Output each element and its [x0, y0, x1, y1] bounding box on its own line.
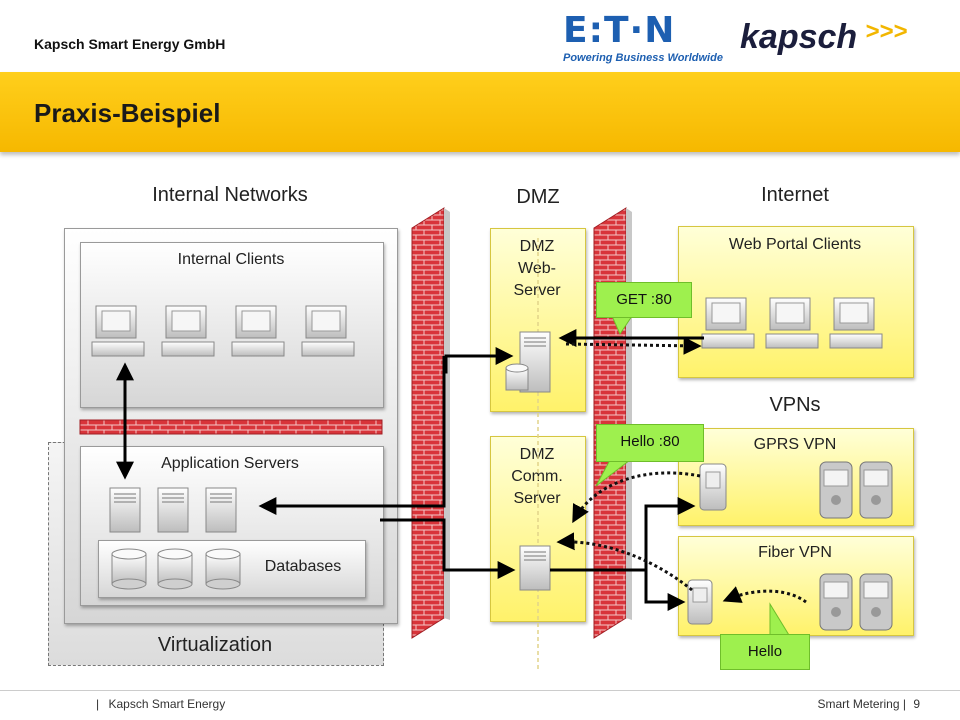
callout-get-80: GET :80: [596, 282, 692, 318]
server-tower-icon: [205, 487, 237, 533]
dmz-comm-server-line-2: Comm.: [511, 468, 563, 485]
databases-label: Databases: [264, 558, 342, 575]
pc-icon: [161, 305, 215, 357]
dmz-comm-server-label: DMZ Comm. Server: [490, 444, 584, 510]
eaton-logo: E:T·N Powering Business Worldwide: [563, 12, 728, 68]
smart-meter-icon: [859, 573, 893, 631]
web-portal-pc-icons: [701, 297, 883, 349]
smart-meter-icon: [819, 573, 853, 631]
smart-meter-icons: [819, 461, 893, 631]
dmz-web-server-line-2: Web-: [518, 260, 556, 277]
footer-left: | Kapsch Smart Energy: [96, 697, 225, 711]
internal-firewall-strip: [79, 419, 383, 435]
dotted-flows: [556, 336, 807, 604]
internal-client-pc-icons: [91, 305, 355, 357]
arrow-web-server-to-internal: [442, 347, 514, 374]
gprs-vpn-label: GPRS VPN: [753, 436, 837, 453]
firewall-wall-right: [593, 207, 632, 639]
callout-hello: Hello: [720, 634, 810, 670]
footer-right-text: Smart Metering |: [817, 697, 906, 711]
dmz-comm-server-line-1: DMZ: [519, 446, 555, 463]
company-name: Kapsch Smart Energy GmbH: [34, 36, 226, 52]
zone-internal-networks: Internal Networks: [152, 184, 308, 206]
kapsch-logo-text: kapsch: [740, 18, 858, 56]
dotted-gprs-hello: [572, 471, 701, 524]
fiber-gateway-icon: [687, 579, 713, 625]
zone-vpns: VPNs: [769, 394, 821, 416]
fiber-vpn-label: Fiber VPN: [758, 544, 832, 561]
dmz-web-server-line-3: Server: [513, 282, 561, 299]
server-tower-icon: [109, 487, 141, 533]
dmz-web-server-line-1: DMZ: [519, 238, 555, 255]
zone-internet: Internet: [761, 184, 829, 206]
arrow-comm-server-to-gprs: [550, 497, 696, 572]
arrow-comm-server-to-fiber: [644, 570, 686, 611]
eaton-tagline: Powering Business Worldwide: [563, 52, 723, 64]
application-server-icons: [109, 487, 237, 533]
arrow-internal-to-comm-server: [380, 518, 516, 579]
internal-clients-label: Internal Clients: [177, 251, 285, 268]
pc-icon: [765, 297, 819, 349]
virtualization-label: Virtualization: [157, 634, 273, 656]
callout-hello-80: Hello :80: [596, 424, 704, 462]
database-icon: [111, 548, 147, 590]
eaton-logo-text: E:T·N: [563, 10, 676, 51]
smart-meter-icon: [819, 461, 853, 519]
dotted-meter-hello: [722, 586, 807, 604]
footer-right: Smart Metering | 9: [800, 697, 920, 711]
server-tower-icon: [157, 487, 189, 533]
dotted-fiber-to-comm: [556, 532, 693, 592]
page-title: Praxis-Beispiel: [34, 98, 221, 128]
footer-divider: [0, 690, 960, 691]
pc-icon: [701, 297, 755, 349]
pc-icon: [91, 305, 145, 357]
web-portal-clients-label: Web Portal Clients: [728, 236, 862, 253]
kapsch-arrows: >>>: [865, 18, 908, 45]
pc-icon: [301, 305, 355, 357]
database-icons: [111, 548, 241, 590]
dmz-web-server-label: DMZ Web- Server: [490, 236, 584, 302]
smart-meter-icon: [859, 461, 893, 519]
footer-left-separator: |: [96, 697, 100, 711]
page-number: 9: [913, 697, 920, 711]
gprs-gateway-icon: [699, 463, 727, 511]
arrow-internal-to-web-server: [258, 356, 446, 515]
database-icon: [205, 548, 241, 590]
title-bar: [0, 72, 960, 152]
kapsch-logo: kapsch >>>: [740, 18, 940, 64]
zone-dmz: DMZ: [516, 186, 560, 208]
footer-left-text: Kapsch Smart Energy: [108, 697, 226, 711]
dotted-get-request: [565, 336, 702, 355]
database-icon: [157, 548, 193, 590]
dmz-comm-server-icon: [519, 545, 551, 591]
dmz-web-server-icon: [505, 331, 551, 393]
connection-arrows: [116, 329, 704, 611]
pc-icon: [231, 305, 285, 357]
application-servers-label: Application Servers: [161, 455, 299, 472]
firewall-wall-left: [411, 207, 450, 639]
pc-icon: [829, 297, 883, 349]
dmz-comm-server-line-3: Server: [513, 490, 561, 507]
